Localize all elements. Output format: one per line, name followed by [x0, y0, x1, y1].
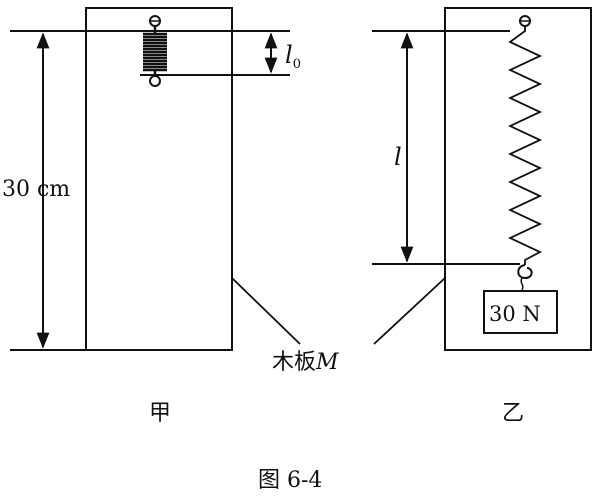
- label-wood-board: 木板M: [272, 350, 339, 375]
- weight-string: [520, 277, 524, 291]
- wood-board-left: [85, 7, 233, 351]
- label-30cm: 30 cm: [2, 177, 70, 202]
- label-l0: l0: [285, 41, 301, 72]
- board-pointer-right: [373, 277, 446, 345]
- label-weight: 30 N: [489, 302, 541, 326]
- panel-jia: [10, 7, 301, 351]
- wood-board-right: [444, 7, 592, 351]
- panel-yi: [372, 7, 592, 351]
- stretched-spring: [507, 26, 543, 265]
- weight-box: [483, 290, 558, 334]
- caption-yi: 乙: [502, 401, 524, 426]
- board-pointer-left: [231, 277, 301, 345]
- label-l: l: [394, 143, 402, 171]
- spring-hook-right: [517, 264, 533, 280]
- figure-caption: 图 6-4: [258, 468, 322, 493]
- spring-hook-left: [149, 75, 161, 87]
- compressed-spring: [143, 26, 167, 76]
- caption-jia: 甲: [149, 401, 171, 426]
